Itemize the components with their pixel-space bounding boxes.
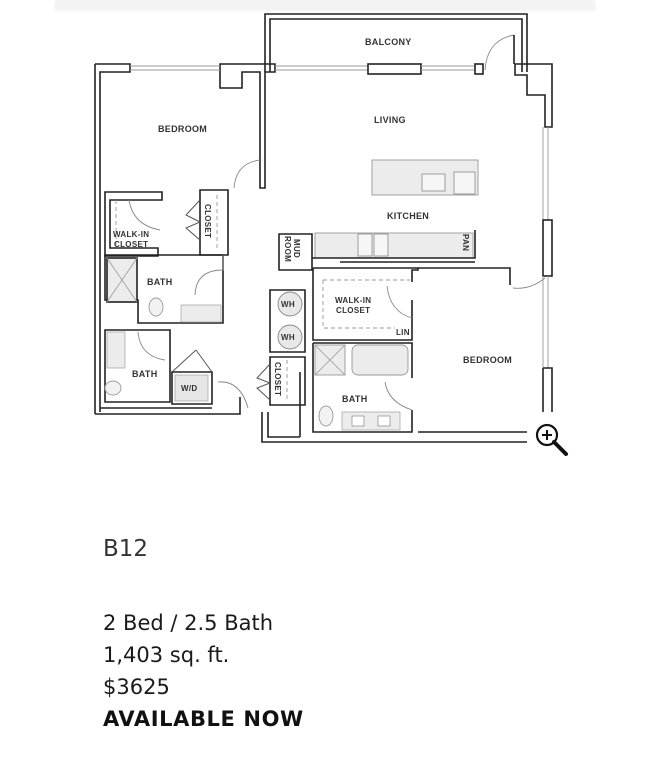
floor-plan[interactable]: BALCONY LIVING BEDROOM KITCHEN WALK-IN C… — [0, 0, 650, 470]
room-label-kitchen: KITCHEN — [387, 211, 430, 221]
room-label-bath-3: BATH — [342, 394, 368, 404]
room-label-walk-in-closet-2: WALK-IN CLOSET — [335, 296, 372, 315]
zoom-in-icon — [535, 423, 568, 456]
room-label-closet-1: CLOSET — [203, 204, 212, 239]
unit-info: B12 2 Bed / 2.5 Bath 1,403 sq. ft. $3625… — [103, 534, 304, 735]
room-label-washer-dryer: W/D — [181, 384, 198, 393]
room-label-bedroom-1: BEDROOM — [158, 124, 208, 134]
zoom-in-button[interactable] — [533, 420, 573, 460]
unit-name: B12 — [103, 536, 149, 562]
unit-beds-baths: 2 Bed / 2.5 Bath — [103, 611, 274, 635]
room-label-closet-2: CLOSET — [273, 362, 282, 397]
room-label-living: LIVING — [374, 115, 406, 125]
room-label-bath-1: BATH — [147, 277, 173, 287]
unit-price: $3625 — [103, 675, 170, 699]
water-heater-1: WH — [281, 300, 295, 309]
availability-status: AVAILABLE NOW — [103, 707, 304, 731]
room-label-bedroom-2: BEDROOM — [463, 355, 513, 365]
room-label-bath-2: BATH — [132, 369, 158, 379]
room-label-balcony: BALCONY — [365, 37, 412, 47]
floor-plan-drawing — [94, 13, 553, 443]
room-label-mud-room: MUD ROOM — [283, 236, 301, 263]
room-label-walk-in-closet-1: WALK-IN CLOSET — [113, 230, 150, 249]
room-label-pantry: PAN — [461, 234, 470, 252]
unit-area: 1,403 sq. ft. — [103, 643, 230, 667]
room-label-linen: LIN — [396, 328, 410, 337]
top-bar — [55, 0, 595, 9]
water-heater-2: WH — [281, 333, 295, 342]
